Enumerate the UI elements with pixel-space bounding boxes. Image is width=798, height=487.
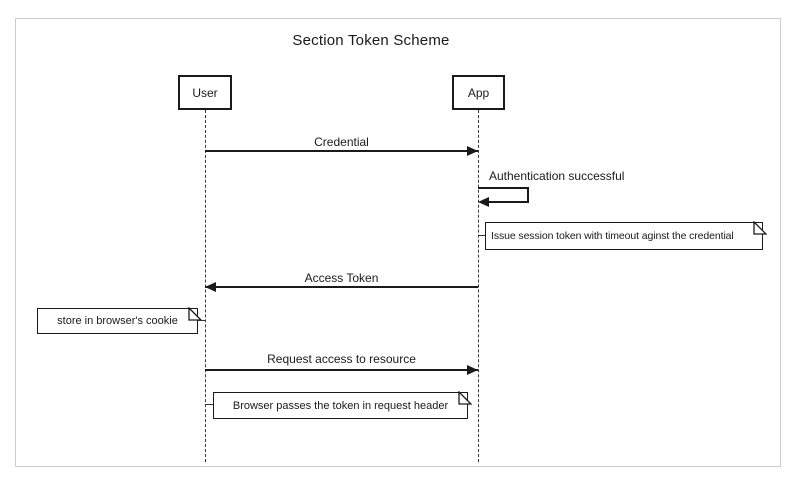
- diagram-title: Section Token Scheme: [292, 32, 450, 49]
- note-store-cookie: store in browser's cookie: [37, 307, 202, 334]
- note-fold-icon: [188, 307, 202, 321]
- message-label-auth-success: Authentication successful: [489, 169, 625, 183]
- message-label-access-token: Access Token: [304, 271, 379, 285]
- message-label-request-access: Request access to resource: [267, 352, 416, 366]
- lifeline-app: [478, 110, 479, 462]
- message-line-access-token: [205, 286, 478, 288]
- note-issue-token: Issue session token with timeout aginst …: [485, 221, 767, 250]
- note-connector: [205, 404, 213, 405]
- arrowhead-right-icon: [467, 365, 478, 375]
- self-message-bottom-line: [489, 201, 529, 203]
- note-connector: [198, 320, 205, 321]
- self-message-right-line: [527, 187, 529, 203]
- note-request-header-text: Browser passes the token in request head…: [232, 399, 449, 412]
- actor-box-user: User: [178, 75, 232, 110]
- arrowhead-left-icon: [478, 197, 489, 207]
- note-fold-icon: [753, 221, 767, 235]
- message-line-credential: [205, 150, 478, 152]
- arrowhead-left-icon: [205, 282, 216, 292]
- arrowhead-right-icon: [467, 146, 478, 156]
- actor-label-user: User: [192, 85, 218, 100]
- note-connector: [478, 235, 486, 236]
- note-store-cookie-text: store in browser's cookie: [57, 315, 178, 327]
- message-label-credential: Credential: [314, 135, 369, 149]
- note-issue-token-text: Issue session token with timeout aginst …: [491, 230, 734, 242]
- actor-box-app: App: [452, 75, 505, 110]
- message-line-request-access: [205, 369, 478, 371]
- note-fold-icon: [458, 391, 472, 405]
- note-request-header: Browser passes the token in request head…: [213, 391, 472, 419]
- self-message-top-line: [478, 187, 529, 189]
- actor-label-app: App: [467, 85, 490, 100]
